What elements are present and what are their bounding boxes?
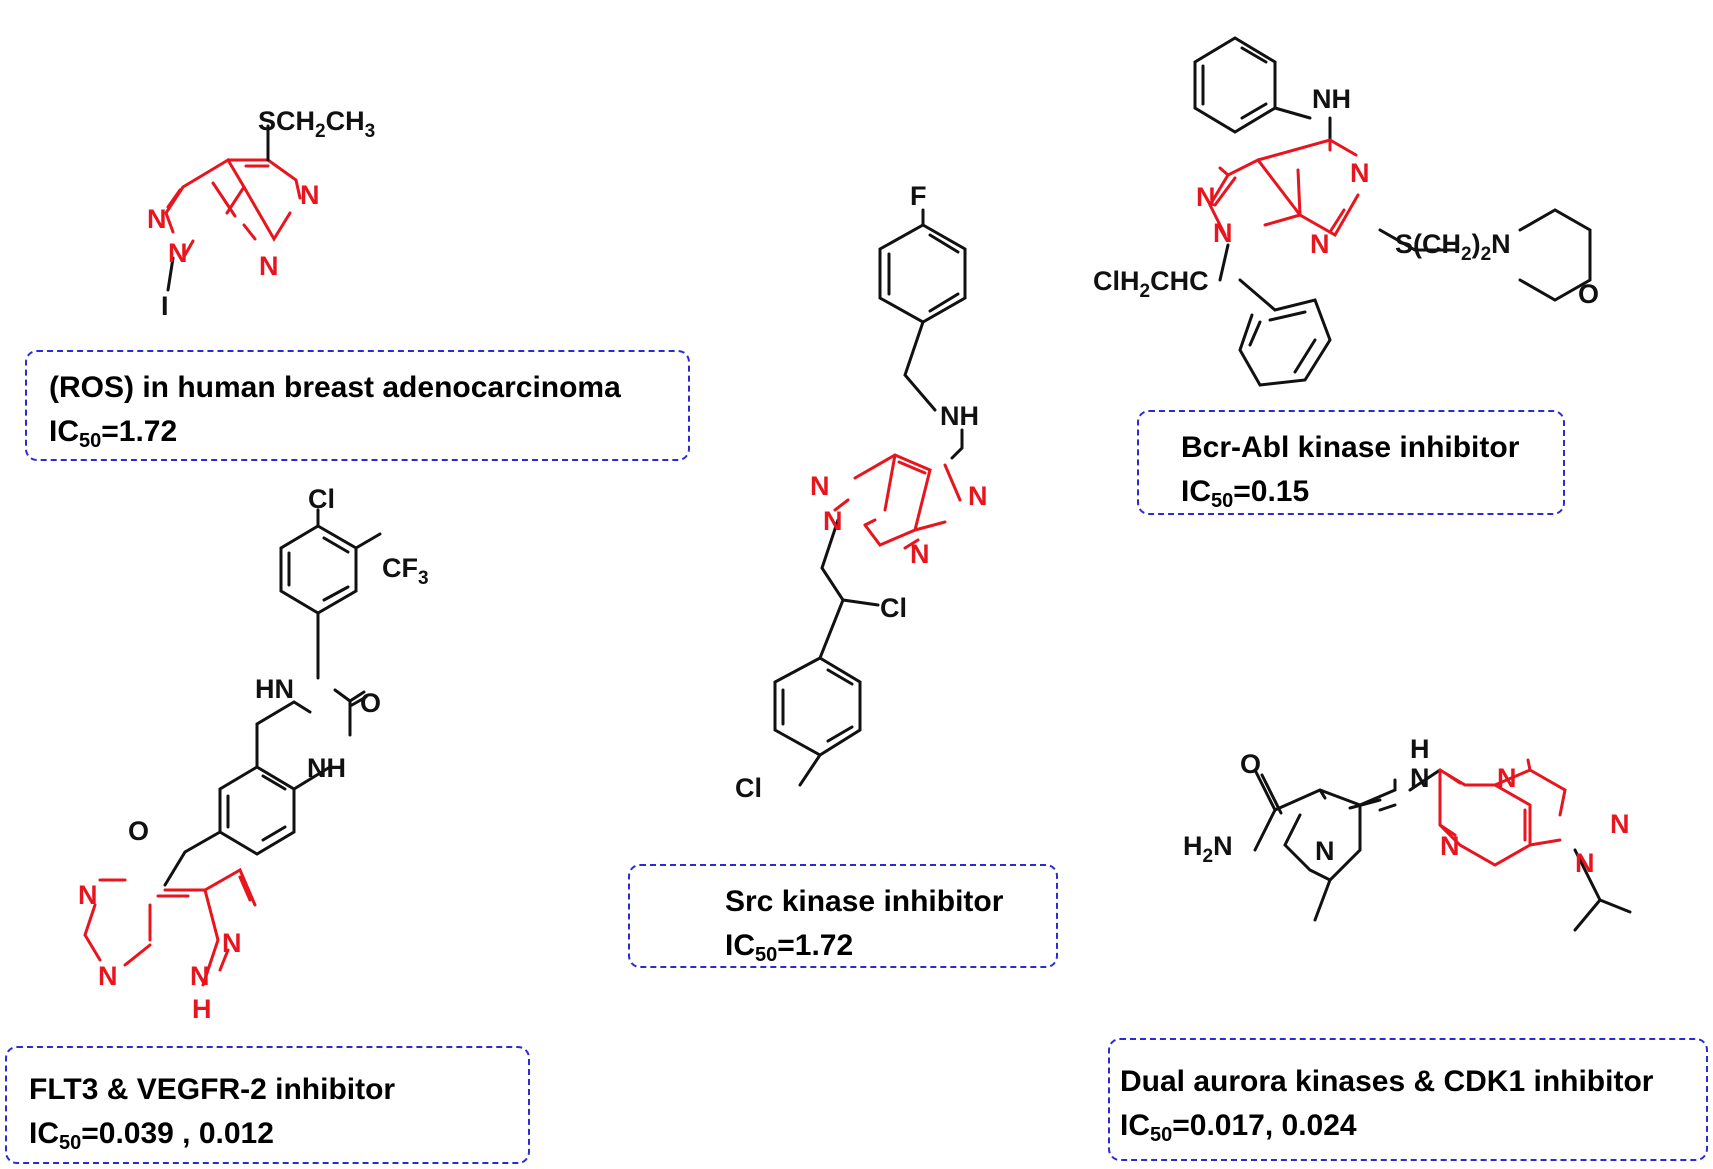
c2-caption-title: FLT3 & VEGFR-2 inhibitor (29, 1073, 396, 1106)
compound-5-structure: O H2N N H N N N N N (1183, 734, 1632, 932)
c1-caption-title: (ROS) in human breast adenocarcinoma (49, 371, 621, 404)
c3-nh-label: NH (940, 401, 979, 431)
c4-n3-label: N (1350, 158, 1370, 188)
c2-nh-ring-label: N (190, 961, 210, 991)
c4-side-chain-label: S(CH2)2N (1395, 229, 1511, 265)
c4-caption-title: Bcr-Abl kinase inhibitor (1181, 431, 1520, 464)
compound-3-structure: F NH N N N N Cl Cl (735, 181, 988, 803)
c4-n2-label: N (1213, 218, 1233, 248)
c4-n4-label: N (1310, 229, 1330, 259)
c4-n1-sub-label: ClH2CHC (1093, 266, 1209, 302)
c5-n2-label: N (1440, 831, 1460, 861)
c3-n2-label: N (823, 506, 843, 536)
c2-cf3-label: CF3 (382, 553, 429, 589)
c2-nh-label: NH (307, 753, 346, 783)
c1-ic50-value: IC50=1.72 (49, 415, 178, 452)
c3-n1-label: N (810, 471, 830, 501)
c4-o-label: O (1578, 279, 1599, 309)
c2-n1-label: N (78, 880, 98, 910)
c3-cl-para-label: Cl (735, 773, 762, 803)
compound-2-caption-box: FLT3 & VEGFR-2 inhibitor IC50=0.039 , 0.… (5, 1046, 530, 1164)
compound-1-structure: N N N N SCH2CH3 I (147, 106, 375, 321)
c1-n4-label: N (259, 251, 279, 281)
c5-caption-title: Dual aurora kinases & CDK1 inhibitor (1120, 1065, 1654, 1098)
c5-n3-label: N (1610, 809, 1630, 839)
compound-5-caption-box: Dual aurora kinases & CDK1 inhibitor IC5… (1108, 1038, 1708, 1161)
c5-o-label: O (1240, 749, 1261, 779)
c5-n-pyrrole-label: N (1315, 836, 1335, 866)
compound-3-caption-box: Src kinase inhibitor IC50=1.72 (628, 864, 1058, 968)
c1-n2-label: N (168, 238, 188, 268)
c3-cl-side-label: Cl (880, 593, 907, 623)
c5-n1-label: N (1497, 763, 1517, 793)
c4-ic50-value: IC50=0.15 (1181, 475, 1310, 512)
c2-n3-label: N (222, 928, 242, 958)
c3-caption-title: Src kinase inhibitor (725, 885, 1004, 918)
c3-n3-label: N (968, 481, 988, 511)
c2-cl-label: Cl (308, 484, 335, 514)
c5-nh-n-label: N (1410, 763, 1430, 793)
c1-substituent-label: SCH2CH3 (258, 106, 375, 142)
c2-hn-label: HN (255, 674, 294, 704)
c4-nh-label: NH (1312, 84, 1351, 114)
c5-h2n-label: H2N (1183, 831, 1233, 867)
c1-n3-label: N (300, 180, 320, 210)
c3-ic50-value: IC50=1.72 (725, 929, 854, 966)
compound-2-structure: Cl CF3 HN O NH O N N N N H (78, 484, 429, 1024)
c5-h-label: H (1410, 734, 1430, 764)
c2-ic50-value: IC50=0.039 , 0.012 (29, 1117, 274, 1154)
c5-ic50-value: IC50=0.017, 0.024 (1120, 1109, 1357, 1146)
c1-n1-label: N (147, 204, 167, 234)
compound-4-caption-box: Bcr-Abl kinase inhibitor IC50=0.15 (1137, 410, 1565, 515)
c2-h-label: H (192, 994, 212, 1024)
c3-f-label: F (910, 181, 927, 211)
c2-o-ether-label: O (128, 816, 149, 846)
compound-4-structure: NH N N N N S(CH2)2N O ClH2CHC (1093, 36, 1599, 387)
c2-n2-label: N (98, 961, 118, 991)
compound-1-caption-box: (ROS) in human breast adenocarcinoma IC5… (25, 350, 690, 461)
c2-o-carbonyl-label: O (360, 688, 381, 718)
c1-r-label: I (161, 291, 169, 321)
c5-n4-label: N (1575, 848, 1595, 878)
c3-n4-label: N (910, 539, 930, 569)
c4-n1-label: N (1196, 182, 1216, 212)
